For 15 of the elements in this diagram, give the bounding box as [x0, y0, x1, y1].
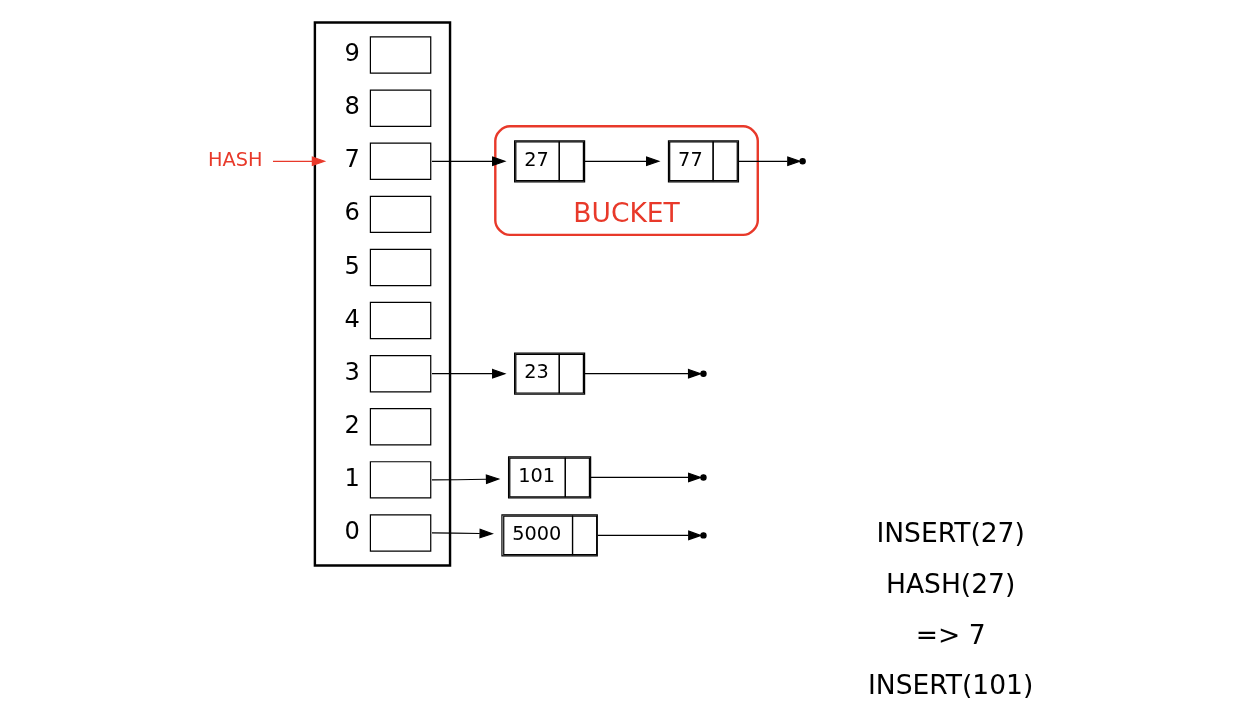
label: INSERT(101): [867, 669, 1034, 701]
node-label: 8: [344, 92, 360, 121]
node-label: 5: [344, 251, 360, 280]
node-text: HASH: [208, 147, 263, 171]
node-label: 2: [344, 410, 360, 439]
node-label: 9: [344, 39, 360, 68]
node-label: 7: [344, 145, 360, 174]
node-label: 0: [344, 517, 360, 545]
label: => 7: [915, 618, 986, 650]
label: INSERT(27): [876, 517, 1025, 549]
node-label: 6: [344, 198, 360, 227]
node-label: 3: [344, 357, 360, 386]
label: HASH(27): [885, 567, 1016, 599]
node-label: 1: [344, 463, 360, 492]
node-label: 4: [344, 304, 360, 333]
